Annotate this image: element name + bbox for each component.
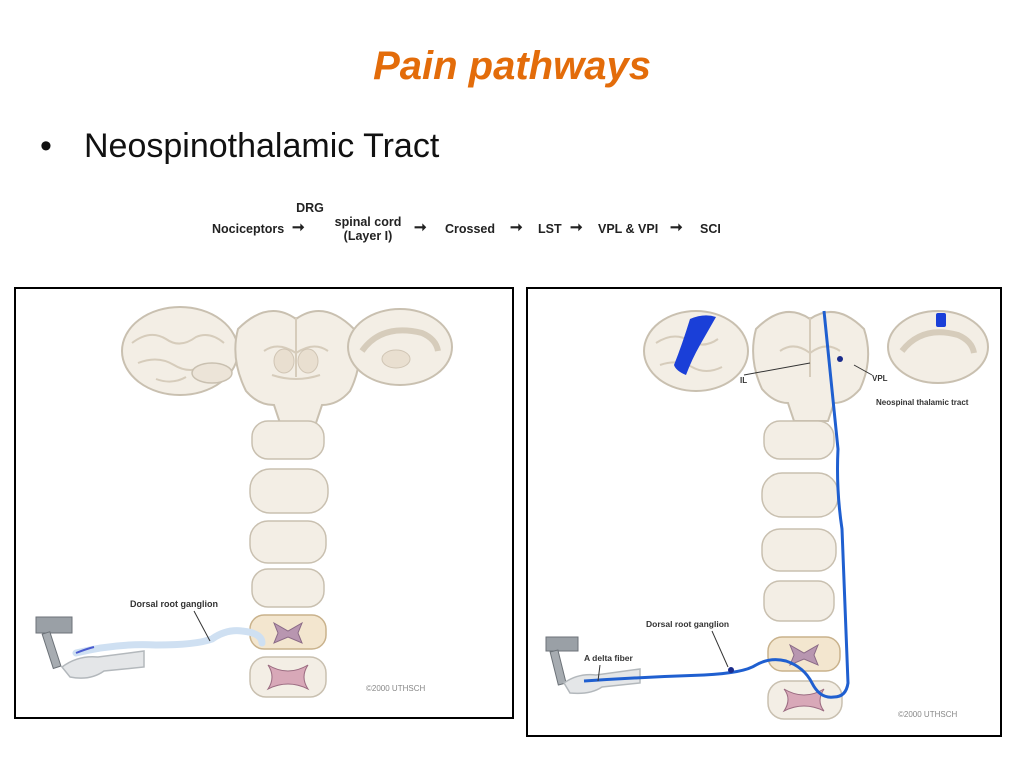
bullet-item: • Neospinothalamic Tract (40, 127, 439, 166)
label-dorsal-root-ganglion: Dorsal root ganglion (646, 619, 729, 629)
flow-arrow-3: ➞ (510, 219, 523, 236)
pathway-fiber (583, 310, 850, 699)
cord-section-cervical (767, 636, 841, 672)
diagram-panel-right: IL VPL Neospinal thalamic tract Dorsal r… (526, 287, 1002, 737)
diagram-panel-left: Dorsal root ganglion ©2000 UTHSCH (14, 287, 514, 719)
brain-coronal-view (234, 310, 361, 424)
hammer-icon (35, 616, 73, 670)
flow-layer: (Layer I) (343, 229, 393, 243)
flow-arrow-5: ➞ (670, 219, 683, 236)
drg-cell-body (728, 667, 734, 673)
label-leader-drg (711, 630, 729, 668)
label-leader-il (743, 362, 811, 376)
flow-vpl-vpi: VPL & VPI (598, 222, 659, 236)
brain-lateral-view (643, 310, 749, 392)
flow-sci: SCI (700, 222, 721, 236)
flow-arrow-1: ➞ (292, 219, 305, 236)
cord-sections (761, 420, 843, 720)
brain-medial-view (887, 310, 989, 384)
flow-spinal-cord: spinal cord (334, 215, 402, 229)
label-leader-a-delta (597, 664, 601, 682)
label-leader-vpl (853, 364, 873, 376)
label-copyright: ©2000 UTHSCH (366, 684, 425, 693)
label-copyright: ©2000 UTHSCH (898, 710, 957, 719)
label-dorsal-root-ganglion: Dorsal root ganglion (130, 599, 218, 609)
hand-icon (60, 650, 145, 679)
cord-section-cervical (249, 614, 327, 650)
hammer-icon (545, 636, 579, 686)
cord-section-lumbar (767, 680, 843, 720)
label-il: IL (740, 376, 747, 385)
brain-coronal-view (752, 311, 870, 422)
nerve-ending (75, 646, 95, 654)
brain-medial-view (347, 308, 453, 386)
cortex-highlight-medial (936, 313, 946, 327)
vpl-synapse (837, 356, 843, 362)
cortex-highlight-lateral (674, 315, 716, 375)
flow-arrow-2: ➞ (414, 219, 427, 236)
brain-lateral-view (121, 306, 239, 396)
flow-drg: DRG (296, 201, 324, 215)
nerve-fiber (72, 627, 266, 657)
left-illustration: Dorsal root ganglion ©2000 UTHSCH (35, 306, 453, 698)
label-leader-drg (193, 610, 211, 642)
label-vpl: VPL (872, 374, 888, 383)
pathway-flow: Nociceptors ➞ DRG spinal cord (Layer I) … (200, 195, 760, 255)
label-a-delta-fiber: A delta fiber (584, 653, 633, 663)
bullet-dot: • (40, 127, 52, 165)
slide-title: Pain pathways (373, 44, 651, 88)
cord-sections (249, 420, 329, 698)
label-neospinal-thalamic-tract: Neospinal thalamic tract (876, 398, 969, 407)
right-illustration: IL VPL Neospinal thalamic tract Dorsal r… (545, 310, 989, 720)
flow-lst: LST (538, 222, 562, 236)
flow-nociceptors: Nociceptors (212, 222, 285, 236)
flow-crossed: Crossed (445, 222, 496, 236)
bullet-text: Neospinothalamic Tract (84, 127, 440, 165)
cord-section-lumbar (249, 656, 327, 698)
flow-arrow-4: ➞ (570, 219, 583, 236)
